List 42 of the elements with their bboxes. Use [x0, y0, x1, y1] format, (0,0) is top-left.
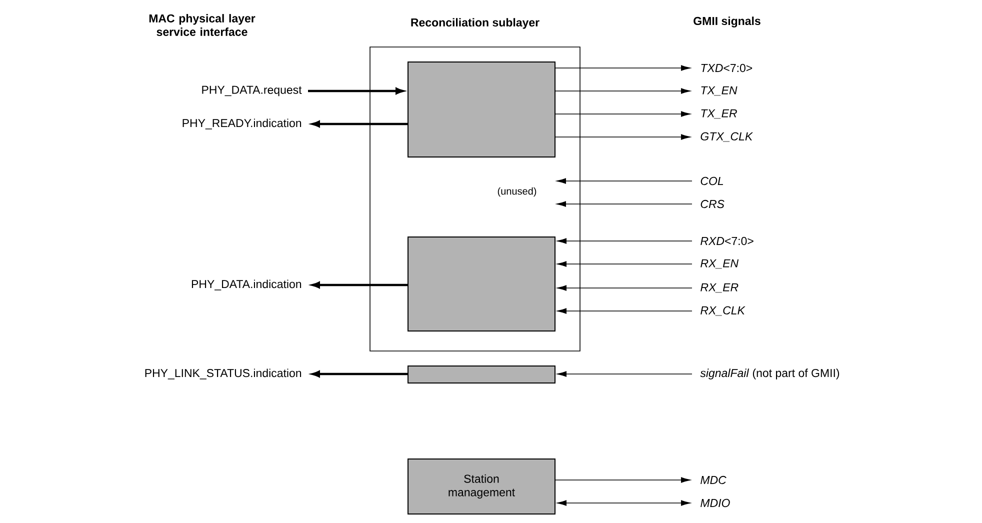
arrow [312, 120, 408, 128]
arrow [555, 477, 690, 483]
signal-label: MDC [700, 476, 726, 484]
signal-label: RXD<7:0> [700, 236, 754, 246]
primitive-label: PHY_DATA.request [202, 86, 302, 96]
section-heading: GMII signals [694, 16, 760, 28]
signal-label: CRS [700, 200, 724, 208]
function-box [408, 366, 556, 384]
signal-label: TX_ER [701, 109, 737, 119]
arrow [555, 88, 690, 94]
primitive-label: PHY_DATA.indication [192, 280, 302, 290]
signal-label: TXD<7:0> [701, 64, 752, 72]
signal-label: COL [700, 176, 724, 186]
arrow [557, 285, 692, 291]
function-box [408, 236, 556, 332]
arrow [555, 65, 690, 71]
arrow [556, 201, 692, 207]
signal-label: signalFail (not part of GMII) [700, 368, 840, 380]
signal-label: RX_ER [700, 283, 738, 293]
arrow [557, 500, 690, 506]
arrow [557, 238, 692, 244]
arrow [557, 261, 692, 267]
primitive-label: PHY_LINK_STATUS.indication [145, 368, 302, 380]
function-box [408, 62, 556, 158]
arrow [308, 88, 404, 94]
arrow [312, 282, 408, 288]
arrow [557, 308, 692, 314]
arrow [557, 371, 692, 377]
signal-label: TX_EN [701, 86, 738, 96]
signal-label: GTX_CLK [700, 132, 754, 142]
arrow [312, 370, 408, 378]
signal-label: RX_CLK [700, 306, 746, 316]
note-label: (unused) [498, 187, 536, 197]
arrow [555, 111, 690, 117]
node-label: Reconciliation sublayer [411, 18, 540, 29]
primitive-label: PHY_READY.indication [182, 118, 302, 130]
section-heading: MAC physical layer service interface [149, 14, 256, 36]
arrow [556, 178, 692, 184]
management-box: Station management [408, 458, 556, 514]
arrow [555, 134, 690, 140]
signal-label: RX_EN [700, 259, 739, 269]
signal-label: MDIO [700, 498, 730, 508]
